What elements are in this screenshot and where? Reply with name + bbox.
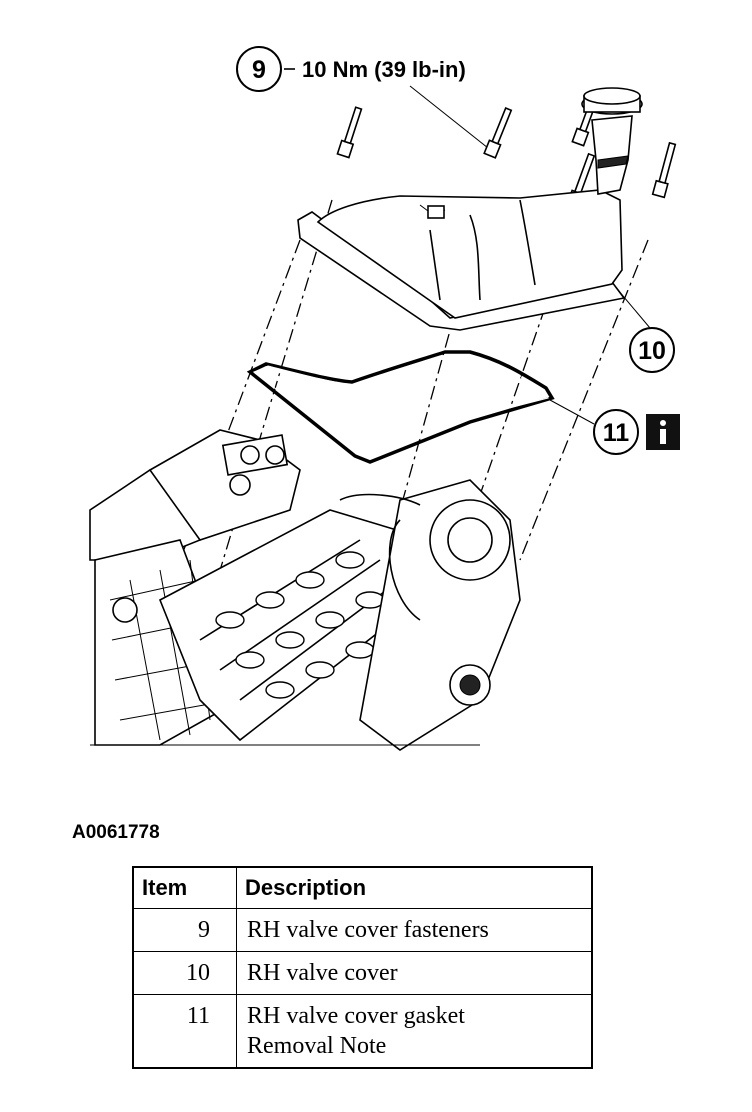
- description-cell: RH valve cover gasket Removal Note: [236, 994, 593, 1069]
- item-cell: 10: [132, 951, 237, 995]
- engine-assembly: [89, 429, 521, 751]
- item-cell: 11: [132, 994, 237, 1069]
- parts-table: Item Description 9 RH valve cover fasten…: [132, 866, 593, 1069]
- torque-spec-label: 10 Nm (39 lb-in): [302, 57, 466, 82]
- callout-9-label: 9: [252, 56, 266, 84]
- callout-11-label: 11: [603, 419, 630, 447]
- table-header-row: Item Description: [132, 866, 593, 909]
- callout-9: 9 10 Nm (39 lb-in): [236, 46, 489, 149]
- removal-note-link[interactable]: Removal Note: [247, 1033, 387, 1059]
- callout-10: 10: [617, 289, 675, 373]
- callout-10-label: 10: [638, 337, 666, 365]
- description-text: RH valve cover gasket: [247, 1003, 465, 1029]
- valve-cover-exploded-diagram: 9 10 Nm (39 lb-in): [89, 46, 680, 751]
- description-cell: RH valve cover: [236, 951, 593, 995]
- figure-id: A0061778: [72, 822, 160, 843]
- valve-cover: [297, 87, 643, 331]
- table-row: 11 RH valve cover gasket Removal Note: [132, 994, 593, 1069]
- table-row: 10 RH valve cover: [132, 951, 593, 995]
- table-row: 9 RH valve cover fasteners: [132, 908, 593, 952]
- item-cell: 9: [132, 908, 237, 952]
- item-column-header: Item: [132, 866, 237, 909]
- callout-11: 11: [549, 399, 680, 455]
- description-cell: RH valve cover fasteners: [236, 908, 593, 952]
- info-icon[interactable]: [646, 414, 680, 450]
- description-column-header: Description: [236, 866, 593, 909]
- valve-cover-gasket: [246, 350, 555, 464]
